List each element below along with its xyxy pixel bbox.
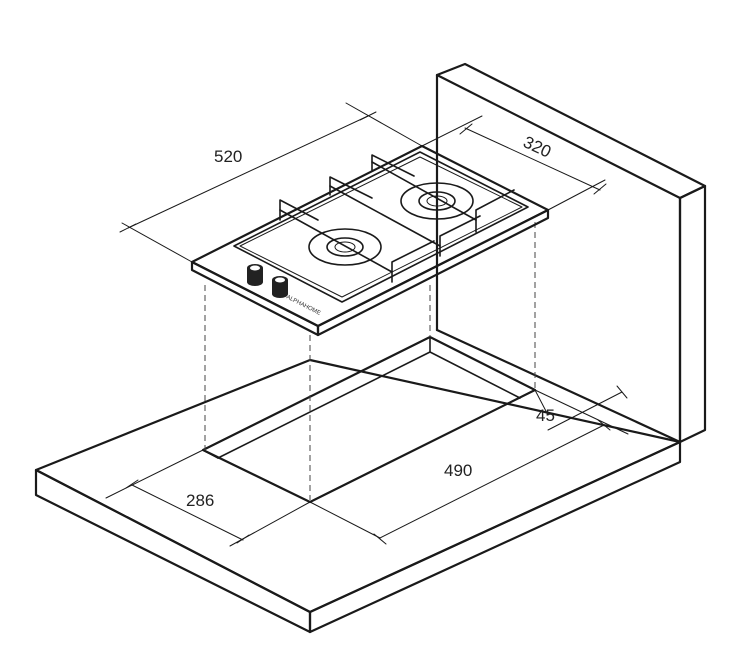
back-wall [435,62,707,444]
burner-back [400,182,474,220]
cutout [201,335,537,504]
dimension-320: 320 [421,115,607,211]
dimension-45: 45 [534,385,628,431]
control-knob-right [272,276,288,298]
pan-support [279,154,515,283]
dimension-label-490: 490 [444,461,472,480]
countertop [34,328,682,634]
dimension-label-520: 520 [214,147,242,166]
dimension-286: 286 [105,449,311,547]
control-knob-left [247,264,263,286]
burner-front [308,228,382,266]
dimension-label-286: 286 [186,491,214,510]
dimension-label-45: 45 [536,406,555,425]
dimension-label-320: 320 [520,132,554,161]
dimension-490: 490 [309,389,629,545]
gas-hob: ALPHAHOME [190,144,550,337]
dimension-520: 520 [119,102,423,263]
projection-lines [204,222,536,500]
brand-label: ALPHAHOME [285,294,321,316]
